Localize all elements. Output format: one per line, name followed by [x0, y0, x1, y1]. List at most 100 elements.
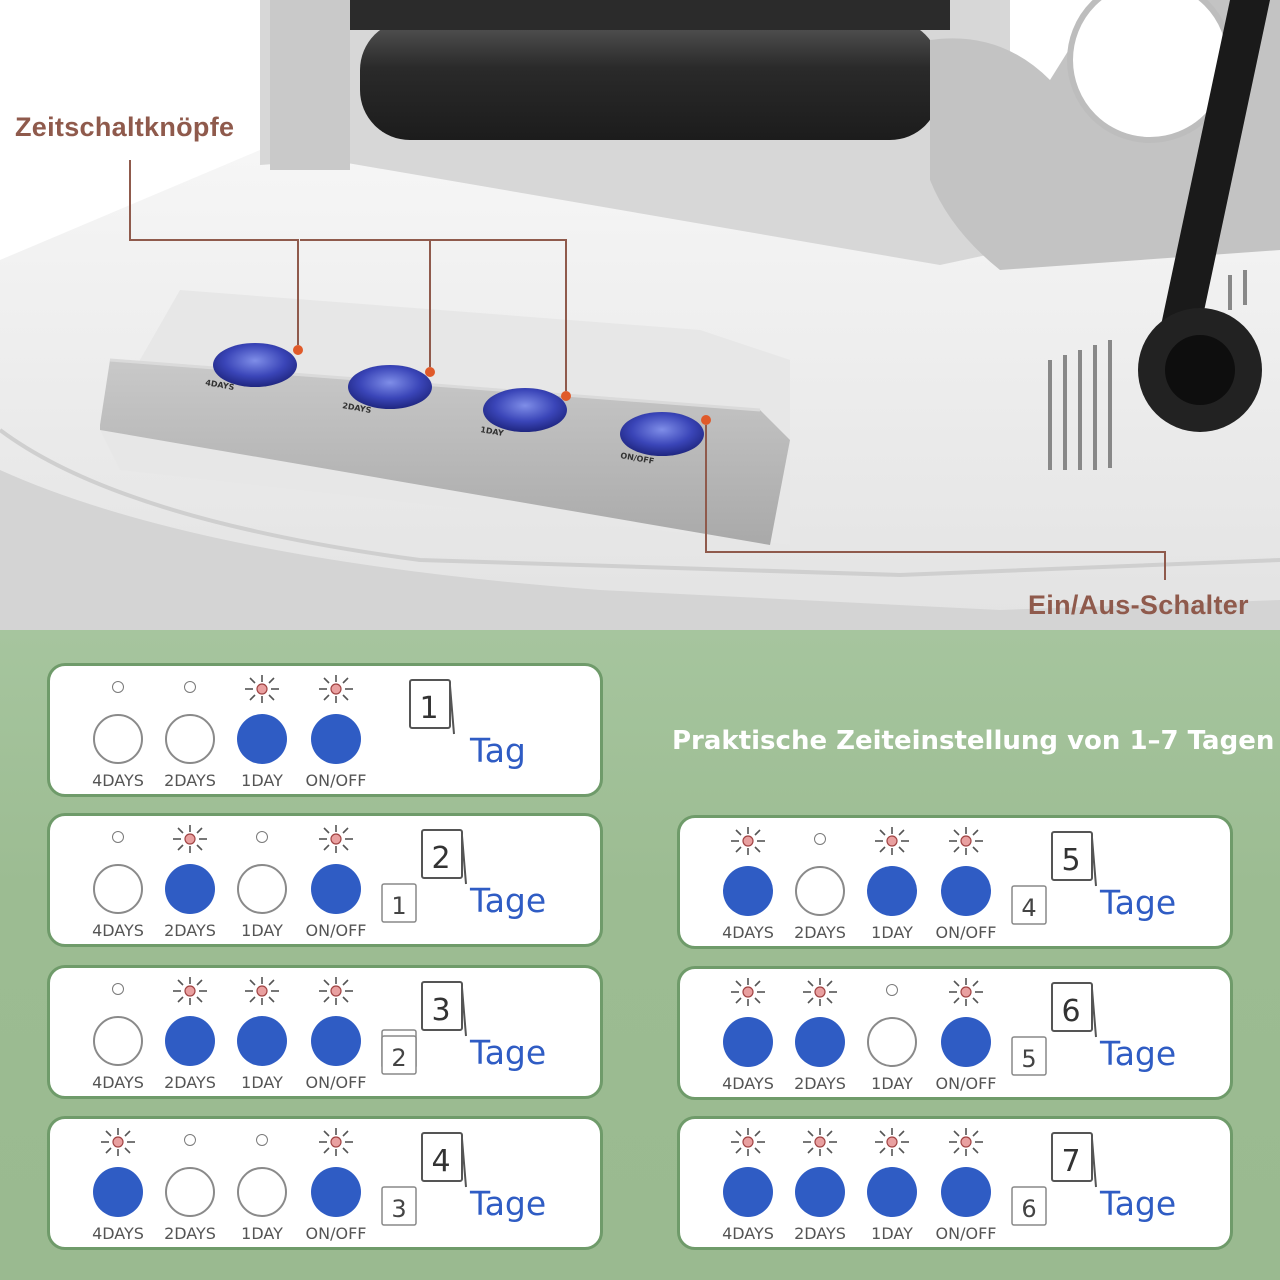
callout-lines: [129, 160, 1166, 580]
indicator-lit-icon: [872, 1127, 912, 1157]
indicator-lit-icon: [316, 674, 356, 704]
day-unit-label: Tage: [1100, 1034, 1177, 1073]
heading: Praktische Zeiteinstellung von 1–7 Tagen: [672, 726, 1275, 756]
device-illustration: 4DAYS 2DAYS 1DAY ON/OFF: [0, 0, 1280, 640]
button-label: 1DAY: [241, 921, 283, 940]
button-pressed: [93, 1167, 143, 1217]
calendar-front-page: 4: [431, 1144, 450, 1179]
button-unpressed: [237, 864, 287, 914]
button-unpressed: [867, 1017, 917, 1067]
indicator-lit-icon: [170, 976, 210, 1006]
button-label: 4DAYS: [722, 1074, 774, 1093]
button-unpressed: [165, 1167, 215, 1217]
indicator-lit-icon: [872, 826, 912, 856]
button-label: ON/OFF: [935, 1074, 997, 1093]
calendar-front-page: 5: [1061, 843, 1080, 878]
day-unit-label: Tage: [470, 1184, 547, 1223]
indicator-lit-icon: [316, 1127, 356, 1157]
button-pressed: [311, 1167, 361, 1217]
indicator-lit-icon: [242, 674, 282, 704]
button-pressed: [867, 1167, 917, 1217]
calendar-front-page: 2: [431, 841, 450, 876]
button-label: 2DAYS: [164, 921, 216, 940]
button-pressed: [311, 1016, 361, 1066]
button-pressed: [867, 866, 917, 916]
calendar-icon: 34: [381, 1132, 467, 1226]
calendar-back-page: 1: [391, 892, 406, 920]
button-label: ON/OFF: [935, 923, 997, 942]
button-unpressed: [93, 714, 143, 764]
indicator-lit-icon: [728, 826, 768, 856]
button-pressed: [723, 1167, 773, 1217]
button-pressed: [311, 714, 361, 764]
indicator-lit-icon: [170, 824, 210, 854]
indicator-lit-icon: [946, 1127, 986, 1157]
device-photo: 4DAYS 2DAYS 1DAY ON/OFF Zeitschaltknöpfe…: [0, 0, 1280, 640]
calendar-icon: 67: [1011, 1132, 1097, 1226]
button-label: 4DAYS: [722, 923, 774, 942]
indicator-off-icon: [112, 983, 124, 995]
calendar-back-page: 2: [391, 1044, 406, 1072]
indicator-lit-icon: [800, 1127, 840, 1157]
indicator-lit-icon: [316, 976, 356, 1006]
power-switch-callout: Ein/Aus-Schalter: [1028, 590, 1249, 620]
button-pressed: [165, 1016, 215, 1066]
button-label: ON/OFF: [305, 1224, 367, 1243]
button-label: 2DAYS: [164, 771, 216, 790]
day-unit-label: Tage: [1100, 1184, 1177, 1223]
button-label: 4DAYS: [722, 1224, 774, 1243]
calendar-icon: 123: [381, 981, 467, 1075]
button-label: 1DAY: [871, 923, 913, 942]
button-pressed: [941, 1167, 991, 1217]
day-unit-label: Tage: [470, 1033, 547, 1072]
button-label: ON/OFF: [935, 1224, 997, 1243]
button-pressed: [723, 1017, 773, 1067]
button-pressed: [795, 1017, 845, 1067]
button-label: 1DAY: [241, 771, 283, 790]
day-unit-label: Tage: [470, 881, 547, 920]
indicator-off-icon: [256, 1134, 268, 1146]
button-pressed: [941, 1017, 991, 1067]
button-label: 2DAYS: [794, 1224, 846, 1243]
indicator-lit-icon: [800, 977, 840, 1007]
button-pressed: [237, 714, 287, 764]
indicator-off-icon: [886, 984, 898, 996]
button-unpressed: [93, 1016, 143, 1066]
indicator-off-icon: [256, 831, 268, 843]
indicator-lit-icon: [946, 826, 986, 856]
button-label: 1DAY: [241, 1224, 283, 1243]
device-label-1day: 1DAY: [480, 425, 505, 438]
button-label: ON/OFF: [305, 1073, 367, 1092]
button-label: 4DAYS: [92, 1224, 144, 1243]
button-pressed: [311, 864, 361, 914]
calendar-front-page: 6: [1061, 994, 1080, 1029]
indicator-off-icon: [112, 831, 124, 843]
day-unit-label: Tage: [1100, 883, 1177, 922]
indicator-off-icon: [184, 1134, 196, 1146]
indicator-lit-icon: [242, 976, 282, 1006]
button-label: 2DAYS: [794, 923, 846, 942]
indicator-off-icon: [814, 833, 826, 845]
button-label: ON/OFF: [305, 921, 367, 940]
button-pressed: [237, 1016, 287, 1066]
button-pressed: [795, 1167, 845, 1217]
button-label: 4DAYS: [92, 921, 144, 940]
indicator-lit-icon: [946, 977, 986, 1007]
indicator-off-icon: [112, 681, 124, 693]
day-unit-label: Tag: [470, 731, 526, 770]
button-label: 2DAYS: [794, 1074, 846, 1093]
button-label: 4DAYS: [92, 1073, 144, 1092]
calendar-front-page: 3: [431, 993, 450, 1028]
button-unpressed: [237, 1167, 287, 1217]
calendar-icon: 12: [381, 829, 467, 923]
button-label: ON/OFF: [305, 771, 367, 790]
indicator-lit-icon: [98, 1127, 138, 1157]
button-unpressed: [93, 864, 143, 914]
